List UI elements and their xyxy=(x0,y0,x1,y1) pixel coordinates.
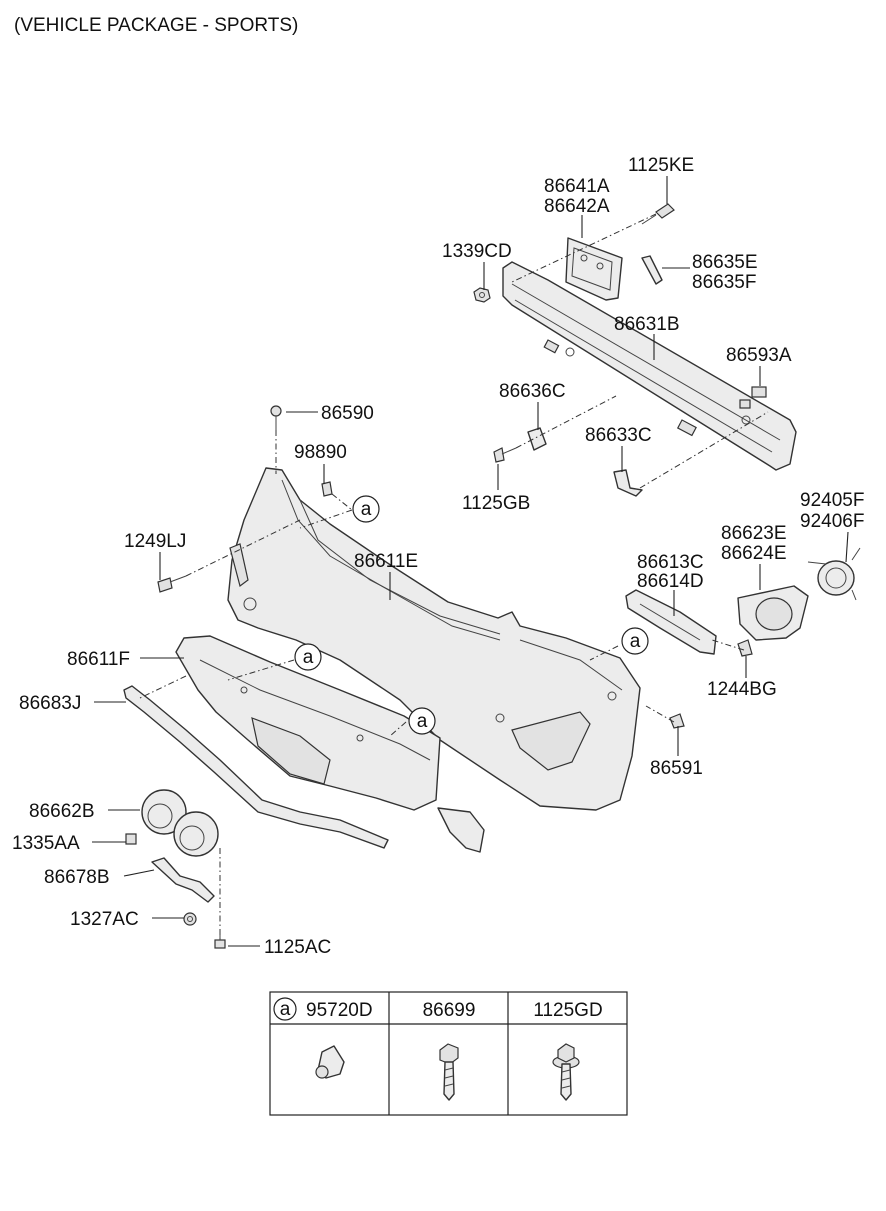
svg-text:a: a xyxy=(361,499,372,520)
legend-table: a 95720D 86699 1125GD xyxy=(269,991,628,1116)
screw-86590 xyxy=(270,405,282,430)
callout-86633C: 86633C xyxy=(585,425,652,446)
bracket-86633C xyxy=(613,469,643,497)
callout-86662B: 86662B xyxy=(29,801,95,822)
clip-1335AA xyxy=(125,833,137,845)
bolt-1125KE xyxy=(641,203,675,225)
legend-column-1125GD: 1125GD xyxy=(533,1000,603,1101)
legend-column-95720D: a 95720D xyxy=(273,997,373,1079)
bracket-86635E xyxy=(641,255,663,285)
callout-1339CD: 1339CD xyxy=(442,241,512,262)
callout-86611F: 86611F xyxy=(67,649,130,670)
leader-lines xyxy=(92,176,849,947)
callout-86642A: 86642A xyxy=(544,196,610,217)
skid-plate-86611F xyxy=(175,635,441,811)
clip-95720D-image xyxy=(315,1045,345,1079)
callout-86683J: 86683J xyxy=(19,693,81,714)
legend-part-no: 86699 xyxy=(423,1000,476,1021)
fog-lamp-cover-86623E xyxy=(737,585,809,641)
bumper-cover-86611E xyxy=(227,467,641,811)
bolt-86699-image xyxy=(439,1043,459,1101)
callout-86624E: 86624E xyxy=(721,543,787,564)
legend-marker: a xyxy=(280,999,291,1020)
legend-part-no: 95720D xyxy=(306,1000,373,1021)
callout-86635E: 86635E xyxy=(692,252,758,273)
callout-86611E: 86611E xyxy=(354,551,418,572)
bracket-86636C xyxy=(527,427,547,451)
callout-labels: 1125KE 86641A 86642A 1339CD 86635E 86635… xyxy=(12,155,864,958)
callout-1327AC: 1327AC xyxy=(70,909,139,930)
callout-86614D: 86614D xyxy=(637,571,704,592)
callout-1125KE: 1125KE xyxy=(628,155,694,176)
svg-text:a: a xyxy=(417,711,428,732)
svg-text:a: a xyxy=(303,647,314,668)
nut-1339CD xyxy=(473,287,491,303)
callout-92406F: 92406F xyxy=(800,511,864,532)
screw-86591 xyxy=(669,713,685,729)
callout-1249LJ: 1249LJ xyxy=(124,531,186,552)
clip-98890 xyxy=(321,481,333,497)
callout-86593A: 86593A xyxy=(726,345,792,366)
callout-1335AA: 1335AA xyxy=(12,833,80,854)
bracket-86641A xyxy=(565,237,623,301)
nut-1327AC xyxy=(183,912,197,926)
ref-marker-a-3: a xyxy=(294,643,322,671)
ref-marker-a-4: a xyxy=(408,707,436,735)
ref-marker-a-1: a xyxy=(352,495,380,523)
callout-1125GB: 1125GB xyxy=(462,493,530,514)
callout-86678B: 86678B xyxy=(44,867,110,888)
callout-1244BG: 1244BG xyxy=(707,679,777,700)
bumper-beam-86631B xyxy=(502,261,797,471)
legend-part-no: 1125GD xyxy=(533,1000,602,1021)
bracket-86613C xyxy=(625,589,717,655)
callout-86636C: 86636C xyxy=(499,381,566,402)
svg-text:a: a xyxy=(630,631,641,652)
bolt-1125GD-image xyxy=(552,1043,580,1101)
screw-1244BG xyxy=(737,639,753,657)
callout-86641A: 86641A xyxy=(544,176,610,197)
callout-92405F: 92405F xyxy=(800,490,864,511)
ref-marker-a-2: a xyxy=(621,627,649,655)
alignment-lines xyxy=(139,213,769,940)
bolt-1125GB xyxy=(493,447,517,463)
legend-column-86699: 86699 xyxy=(423,1000,476,1101)
callout-86635F: 86635F xyxy=(692,272,756,293)
clip-86593A xyxy=(751,386,767,398)
callout-86613C: 86613C xyxy=(637,552,704,573)
page-title: (VEHICLE PACKAGE - SPORTS) xyxy=(14,15,298,36)
callout-86591: 86591 xyxy=(650,758,703,779)
callout-1125AC: 1125AC xyxy=(264,937,331,958)
garnish-86683J xyxy=(123,685,485,853)
bolt-1249LJ xyxy=(157,575,187,593)
reflector-86662B xyxy=(141,789,219,857)
callout-86623E: 86623E xyxy=(721,523,787,544)
callout-86631B: 86631B xyxy=(614,314,680,335)
callout-98890: 98890 xyxy=(294,442,347,463)
bracket-86678B xyxy=(151,857,215,903)
fog-lamp-92405F xyxy=(807,547,861,601)
callout-86590: 86590 xyxy=(321,403,374,424)
